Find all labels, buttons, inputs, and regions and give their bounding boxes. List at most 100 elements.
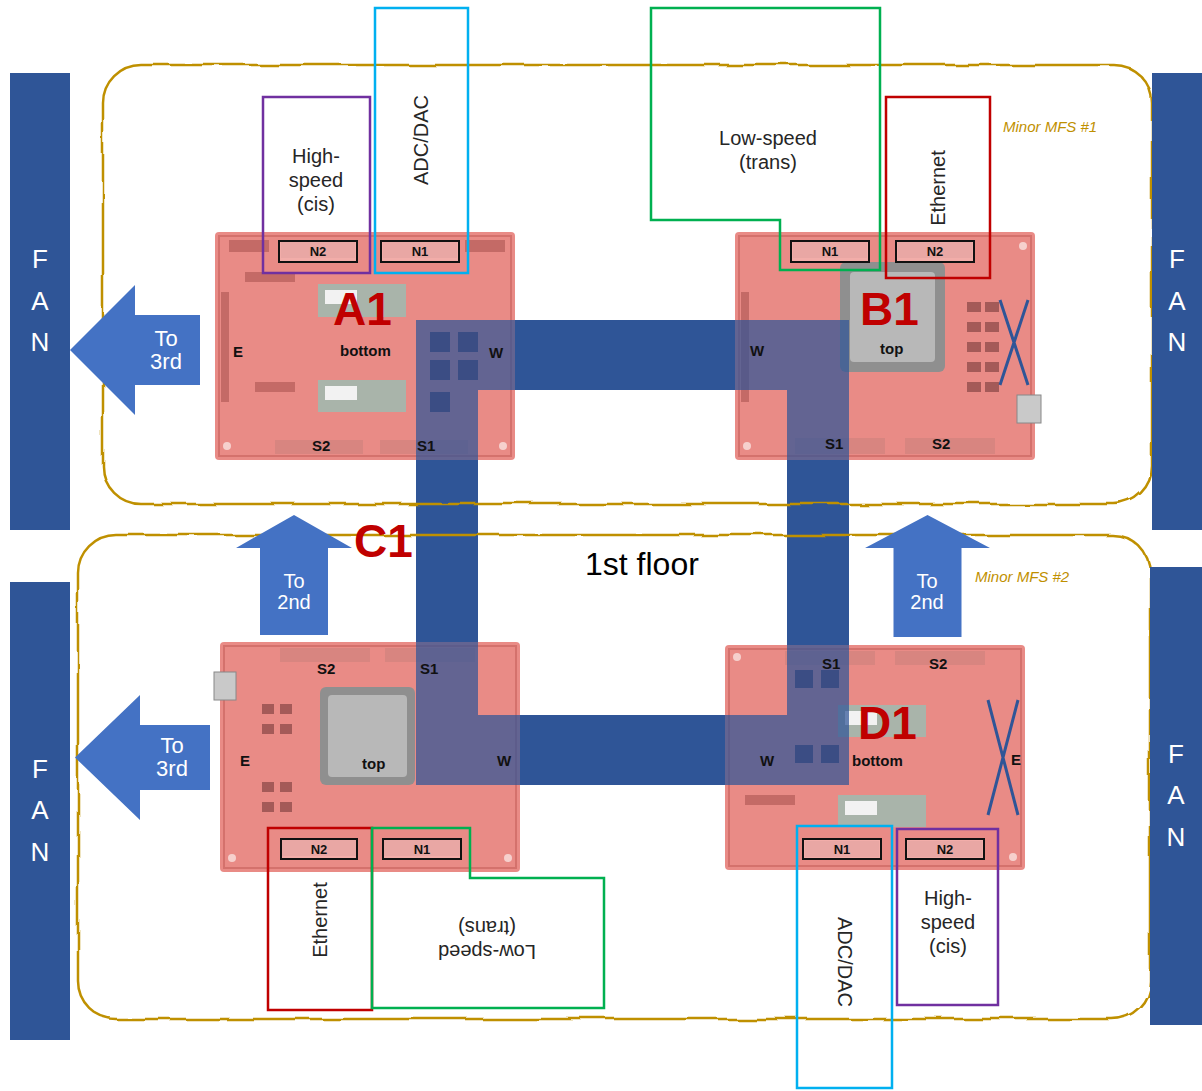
mfs-outline-shape xyxy=(100,62,1155,507)
connector-label-box: N1 xyxy=(380,240,460,263)
board-detail xyxy=(729,649,1021,866)
board-photo xyxy=(725,645,1025,870)
board-detail xyxy=(318,380,406,412)
board-detail xyxy=(262,802,274,812)
fan-bar: FAN xyxy=(10,582,70,1040)
connector-name: S2 xyxy=(932,435,950,452)
board-detail xyxy=(215,232,515,460)
interface-label: Ethernet xyxy=(926,150,950,226)
board-detail xyxy=(985,382,999,392)
board-detail xyxy=(1009,853,1017,861)
interface-outline xyxy=(651,8,880,270)
connector-label-box: N2 xyxy=(278,240,358,263)
fan-bar: FAN xyxy=(1152,73,1202,530)
connector-label-box: N1 xyxy=(790,240,870,263)
fan-bar: FAN xyxy=(10,73,70,530)
board-detail xyxy=(725,645,849,785)
board-detail xyxy=(1019,242,1027,250)
arrow-shape xyxy=(70,285,200,415)
connector-name: S1 xyxy=(822,655,840,672)
interface-outline xyxy=(263,97,370,273)
connector-name: S2 xyxy=(317,660,335,677)
interface-label: ADC/DAC xyxy=(409,95,433,185)
connector-name: W xyxy=(750,342,764,359)
interface-outline xyxy=(372,828,604,1008)
board-detail xyxy=(504,854,512,862)
connector-label: N2 xyxy=(311,843,328,856)
mfs-outline: Minor MFS #2C1S2S1EtopWN2N1EthernetLow-s… xyxy=(75,532,1153,1022)
board-id: A1 xyxy=(333,284,392,335)
bus-link xyxy=(515,320,735,390)
mfs-outline: Minor MFS #1A1bottomEWS2S1N2N1High-speed… xyxy=(100,62,1155,507)
fan-bar: FAN xyxy=(1150,567,1202,1025)
connector-label-box: N2 xyxy=(905,838,985,860)
connector-name: E xyxy=(233,343,243,360)
side-label: bottom xyxy=(340,342,391,359)
board-detail xyxy=(280,802,292,812)
board-detail xyxy=(967,362,981,372)
connector-name: S2 xyxy=(929,655,947,672)
connector-name: S1 xyxy=(825,435,843,452)
connector-name: W xyxy=(497,752,511,769)
direction-arrow: To 2nd xyxy=(865,515,990,637)
board-detail xyxy=(985,302,999,312)
direction-arrow-shape xyxy=(75,695,210,820)
connector-label-box: N2 xyxy=(280,838,358,860)
interface-label: High-speed (cis) xyxy=(269,144,364,216)
connector-name: S1 xyxy=(420,660,438,677)
arrow-label: To 3rd xyxy=(140,327,192,373)
fpga-board: A1bottomEWS2S1N2N1 xyxy=(215,232,515,460)
interface-outline xyxy=(268,828,372,1010)
board-detail xyxy=(838,795,926,827)
board-detail xyxy=(255,382,295,392)
board-detail xyxy=(499,442,507,450)
interface-label: Ethernet xyxy=(308,882,332,958)
arrow-shape xyxy=(865,515,990,637)
board-id: D1 xyxy=(858,698,917,749)
interface-label: ADC/DAC xyxy=(833,917,857,1007)
arrow-label: To 2nd xyxy=(272,571,316,613)
fpga-board: C1S2S1EtopWN2N1 xyxy=(220,642,520,872)
fan-label: FAN xyxy=(1163,734,1189,859)
fan-label: FAN xyxy=(27,239,53,364)
board-photo xyxy=(214,642,520,872)
board-detail xyxy=(967,322,981,332)
board-detail xyxy=(733,653,741,661)
board-detail xyxy=(416,320,515,460)
board-detail xyxy=(1017,395,1041,423)
board-detail xyxy=(465,240,505,252)
board-detail xyxy=(223,442,231,450)
bus-link xyxy=(416,460,478,642)
board-detail xyxy=(745,795,795,805)
interface-outline xyxy=(375,8,468,273)
arrow-shape xyxy=(236,515,352,635)
board-detail xyxy=(967,302,981,312)
floor-label: 1st floor xyxy=(585,545,699,583)
connector-label: N2 xyxy=(927,245,944,258)
board-detail xyxy=(985,362,999,372)
interface-box: Low-speed (trans) xyxy=(372,828,604,1008)
board-detail xyxy=(221,292,229,402)
connector-label: N1 xyxy=(822,245,839,258)
board-detail xyxy=(262,782,274,792)
board-detail xyxy=(985,322,999,332)
board-detail xyxy=(262,704,274,714)
interface-label: Low-speed (trans) xyxy=(437,916,537,964)
board-detail xyxy=(850,272,935,362)
board-detail xyxy=(228,854,236,862)
connector-name: S1 xyxy=(417,437,435,454)
arrow-label: To 3rd xyxy=(146,734,198,780)
board-detail xyxy=(725,645,1025,870)
board-detail xyxy=(743,442,751,450)
connector-name: E xyxy=(240,752,250,769)
arrow-label: To 2nd xyxy=(905,571,949,613)
mfs-label: Minor MFS #2 xyxy=(975,568,1069,586)
connector-name: W xyxy=(489,344,503,361)
interface-box: ADC/DAC xyxy=(375,8,468,273)
connector-label-box: N2 xyxy=(895,240,975,263)
connector-label: N2 xyxy=(937,843,954,856)
interface-label: High-speed (cis) xyxy=(902,886,994,958)
board-detail xyxy=(220,642,520,872)
